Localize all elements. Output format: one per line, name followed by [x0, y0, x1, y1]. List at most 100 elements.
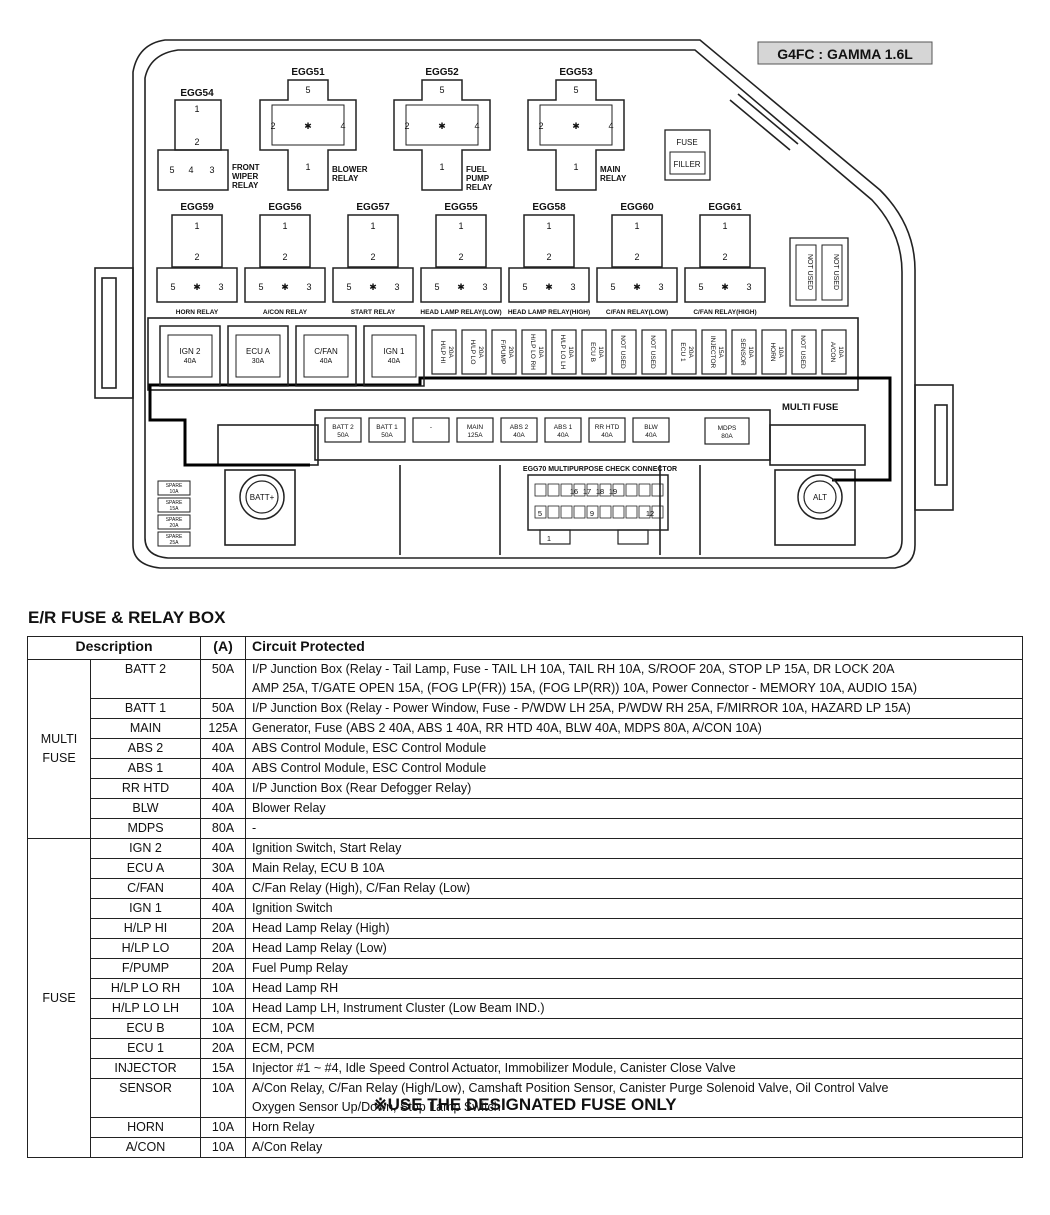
fuse-amp: 40A — [200, 798, 247, 819]
fuse-amp: 30A — [200, 858, 247, 879]
relay-label: RELAY — [232, 181, 259, 190]
fuse-name: C/FAN — [89, 878, 202, 899]
relay-label: C/FAN RELAY(HIGH) — [693, 309, 756, 316]
relay-id: EGG58 — [532, 202, 566, 213]
circuit-line: Head Lamp Relay (High) — [252, 921, 390, 935]
group-name-line: FUSE — [42, 990, 76, 1005]
relay-id: EGG56 — [268, 202, 302, 213]
circuit-line: Ignition Switch, Start Relay — [252, 841, 402, 855]
mini-fuse-body — [491, 329, 517, 375]
pin: ✱ — [457, 282, 465, 292]
header-description: Description — [26, 636, 202, 660]
pin: 4 — [474, 121, 479, 131]
pin: 1 — [573, 162, 578, 172]
mini-fuse-body — [611, 329, 637, 375]
mini-fuse-amp: 10A — [777, 346, 784, 358]
alt-terminal-outer — [797, 474, 843, 520]
mini-fuse-body — [671, 329, 697, 375]
fuse-amp: 10A — [200, 1137, 247, 1158]
engine-label-box — [757, 41, 933, 65]
fuse-amp: 15A — [200, 1058, 247, 1079]
circuit-protected: Ignition Switch, Start Relay — [245, 838, 1023, 859]
circuit-line: Oxygen Sensor Up/Down, Stop Lamp Switch — [252, 1100, 501, 1114]
relay-label: FRONT — [232, 163, 260, 172]
multi-fuse-body — [456, 417, 494, 443]
filler-text: FUSE — [676, 138, 697, 147]
circuit-protected: ECM, PCM — [245, 1018, 1023, 1039]
pin: 5 — [439, 85, 444, 95]
mini-fuse-amp: 10A — [567, 346, 574, 358]
connector-pin — [547, 505, 560, 519]
spare-fuse-amp: 10A — [170, 489, 180, 495]
connector-pin — [651, 483, 664, 497]
fuse-name: F/PUMP — [89, 958, 202, 979]
spare-fuse-amp: 15A — [170, 506, 180, 512]
fuse-amp: 40A — [200, 838, 247, 859]
batt-terminal-label: BATT+ — [250, 493, 275, 502]
pin-4: 4 — [188, 165, 193, 175]
pin: 2 — [194, 252, 199, 262]
connector-pin — [599, 505, 612, 519]
mini-fuse-body — [581, 329, 607, 375]
mini-fuse-amp: 20A — [447, 346, 454, 358]
multi-fuse-name: - — [430, 424, 432, 431]
pin: 2 — [270, 121, 275, 131]
big-fuse-amp: 40A — [184, 358, 197, 365]
circuit-line: Blower Relay — [252, 801, 326, 815]
not-used-text: NOT USED — [832, 254, 839, 290]
mini-fuse-name: F/PUMP — [499, 340, 506, 365]
fuse-name: H/LP HI — [89, 918, 202, 939]
big-fuse-name: ECU A — [246, 347, 271, 356]
mini-fuse-name: NOT USED — [649, 335, 656, 369]
multi-fuse-name: RR HTD — [595, 424, 620, 431]
mini-fuse-amp: 15A — [717, 346, 724, 358]
relay-body — [435, 214, 487, 268]
not-used-frame — [789, 237, 849, 307]
spare-fuse-body — [157, 480, 191, 496]
connector-pin — [547, 483, 560, 497]
connector-pin — [612, 483, 625, 497]
relay-body — [347, 214, 399, 268]
fuse-amp: 20A — [200, 958, 247, 979]
not-used-fuse — [795, 244, 817, 301]
big-fuse-amp: 30A — [252, 358, 265, 365]
mini-fuse-amp: 10A — [747, 346, 754, 358]
multi-fuse-bus-line — [148, 376, 892, 482]
multi-fuse-body — [368, 417, 406, 443]
pin: 1 — [305, 162, 310, 172]
fuse-name: ECU B — [89, 1018, 202, 1039]
pin: 3 — [570, 282, 575, 292]
connector-pin — [625, 483, 638, 497]
fuse-amp: 10A — [200, 1117, 247, 1138]
connector-body — [527, 474, 669, 531]
fuse-amp: 50A — [200, 698, 247, 719]
circuit-line: Fuel Pump Relay — [252, 961, 348, 975]
circuit-protected: C/Fan Relay (High), C/Fan Relay (Low) — [245, 878, 1023, 899]
pin-2: 2 — [194, 137, 199, 147]
fuse-amp: 10A — [200, 978, 247, 999]
relay-id: EGG61 — [708, 202, 742, 213]
relay-label: C/FAN RELAY(LOW) — [606, 309, 668, 316]
filler-box — [669, 151, 706, 175]
spare-fuse-body — [157, 497, 191, 513]
connector-pin-label: 17 — [583, 487, 591, 496]
connector-pin-label: 5 — [538, 509, 542, 518]
multi-fuse-name: BATT 1 — [376, 424, 398, 431]
fuse-amp: 40A — [200, 878, 247, 899]
